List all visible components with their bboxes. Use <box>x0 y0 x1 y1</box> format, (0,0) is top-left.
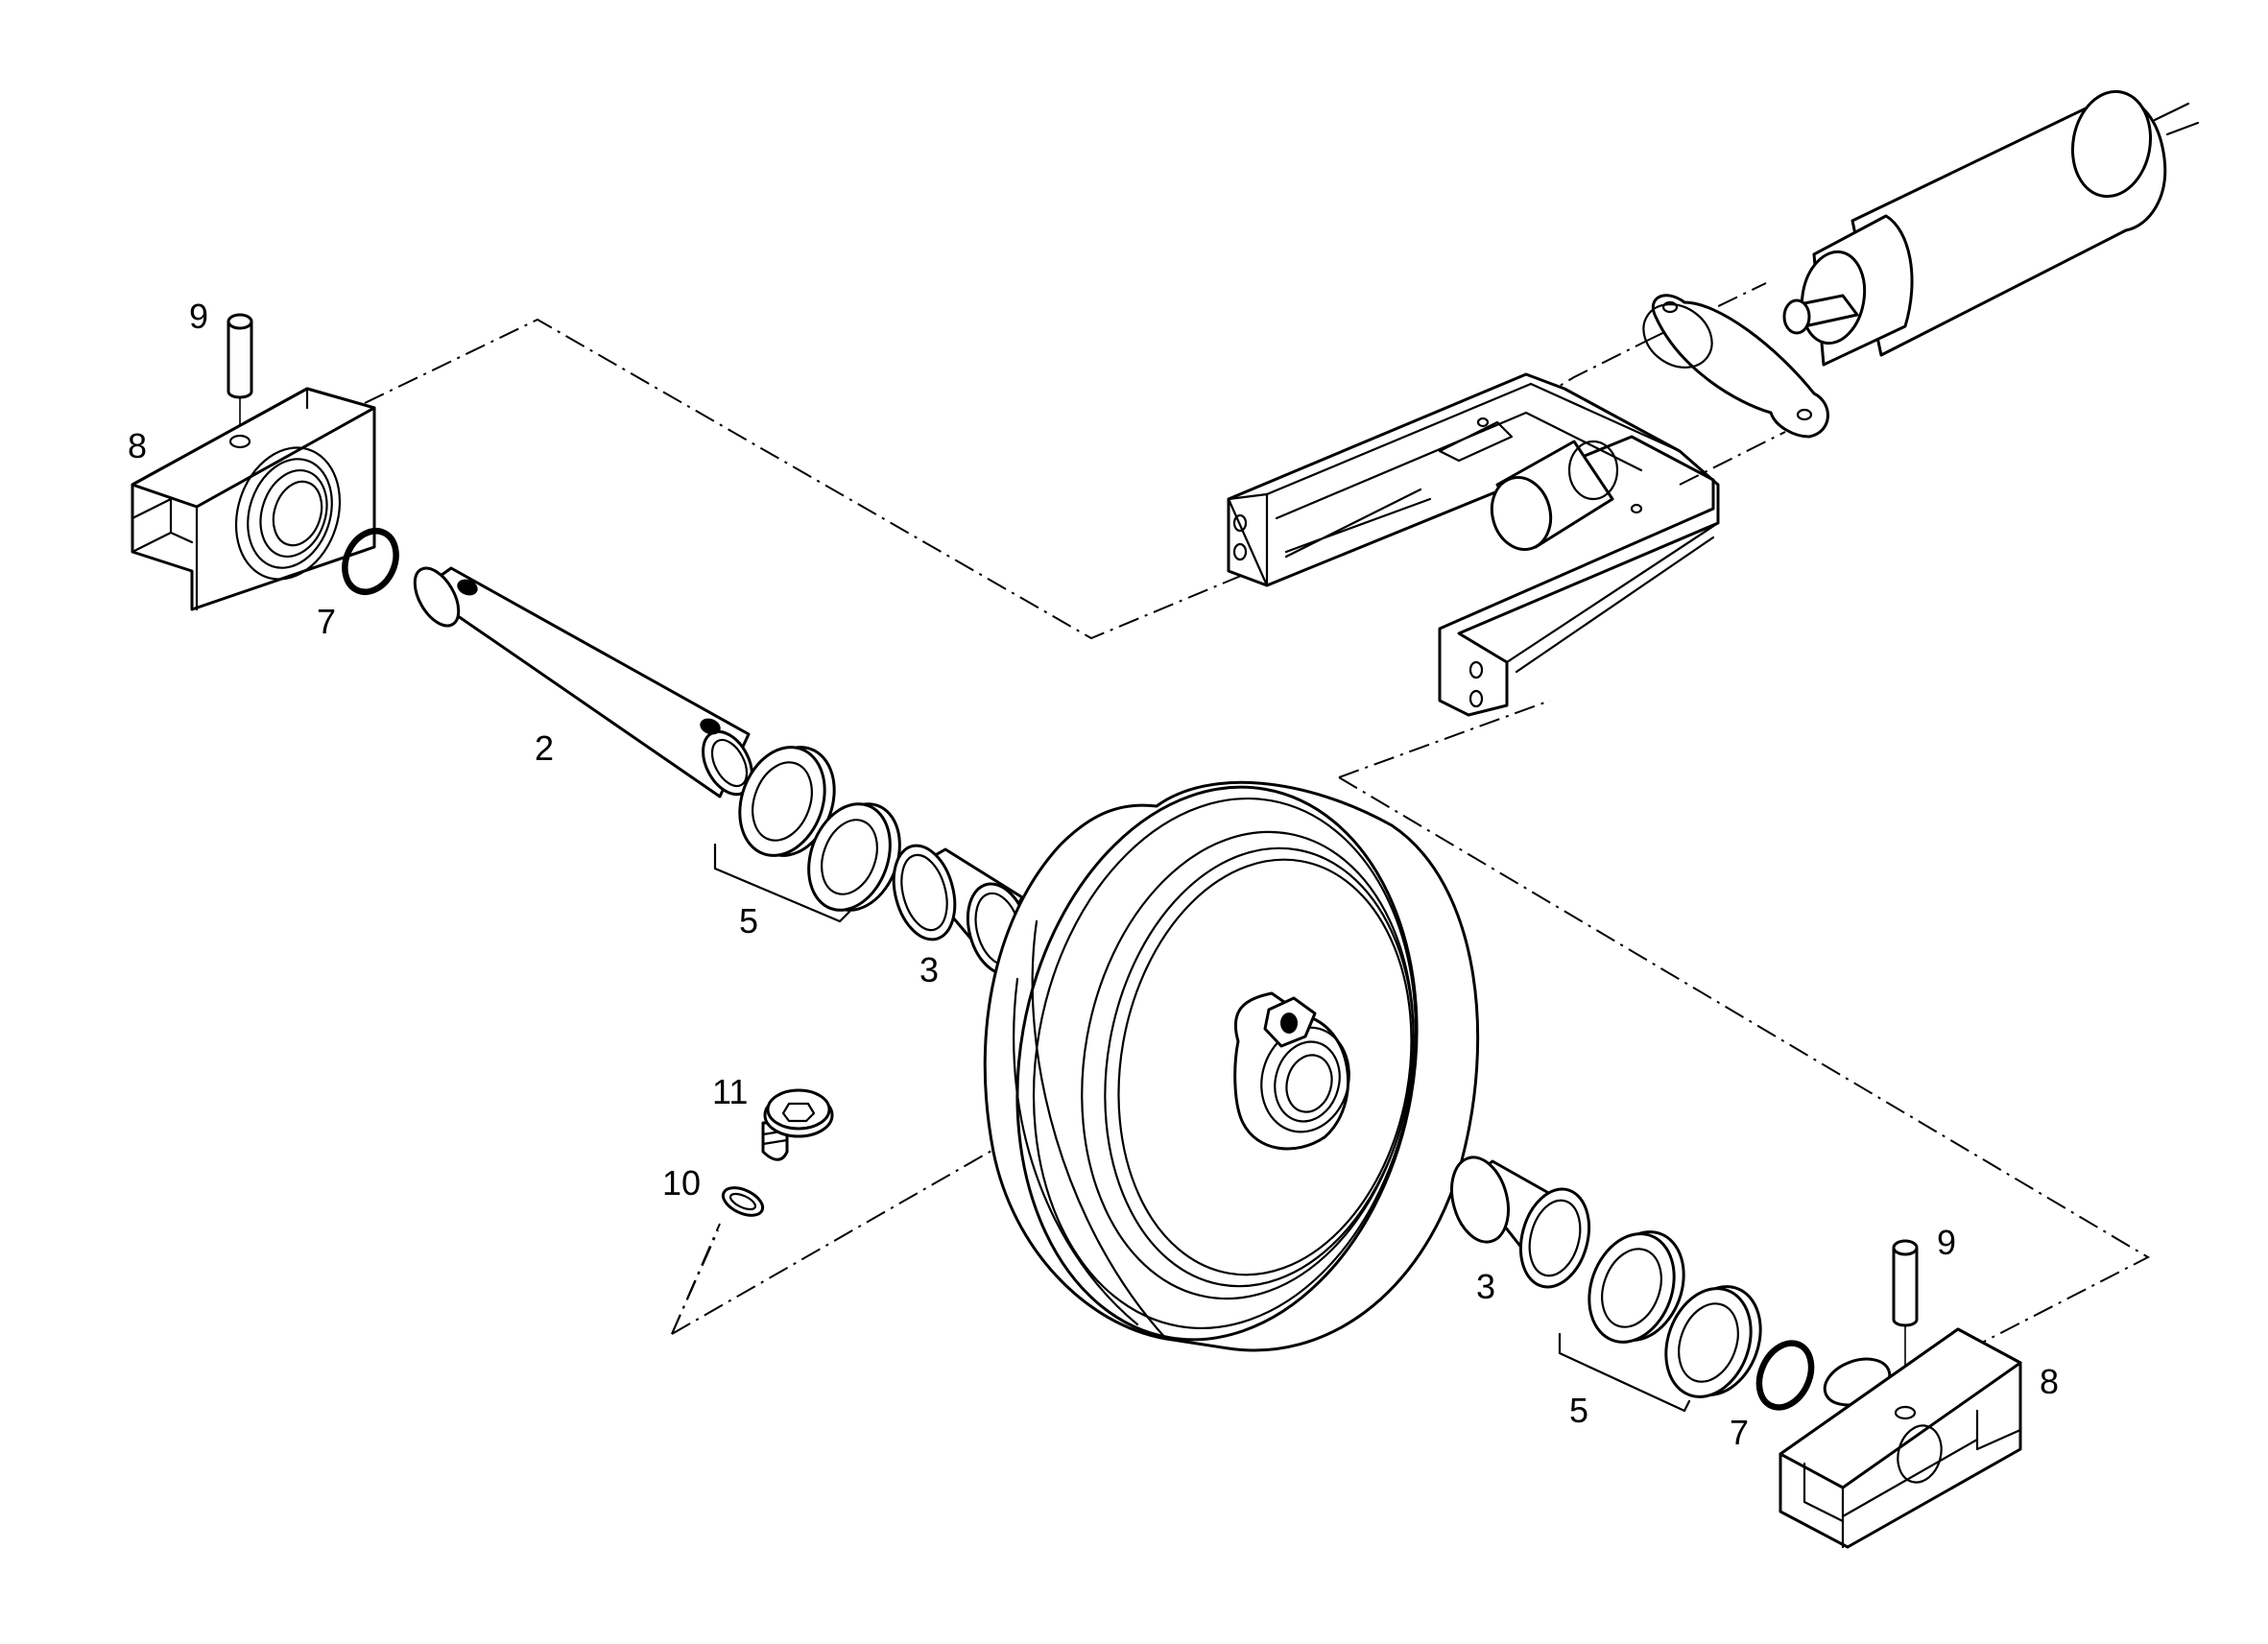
screw <box>761 1088 834 1161</box>
callout-10: 10 <box>662 1163 701 1203</box>
callout-3-right: 3 <box>1476 1267 1495 1306</box>
pin-right <box>1892 1239 1919 1327</box>
hydraulic-cylinder <box>1782 89 2200 367</box>
spacer-rings-left <box>713 746 901 923</box>
idler-wheel <box>983 780 1480 1352</box>
tension-yoke <box>1227 372 1720 717</box>
spacer-rings-right <box>1558 1230 1762 1413</box>
o-ring-right <box>1755 1340 1815 1411</box>
callout-9-right: 9 <box>1937 1223 1956 1262</box>
callout-11: 11 <box>712 1072 748 1111</box>
callout-3-left: 3 <box>919 950 939 989</box>
callout-8-left: 8 <box>128 426 147 465</box>
callout-8-right: 8 <box>2040 1362 2059 1401</box>
flange-plate <box>1642 294 1829 439</box>
pin-left <box>227 313 253 399</box>
callout-7-left: 7 <box>317 602 336 641</box>
o-ring-left <box>342 528 399 595</box>
bracket-left <box>131 387 376 611</box>
bracket-right <box>1779 1327 2022 1549</box>
bushing-right <box>1450 1156 1590 1289</box>
o-ring-small <box>721 1186 765 1217</box>
shaft <box>413 566 753 798</box>
callout-5-left: 5 <box>739 901 758 941</box>
callout-9-left: 9 <box>189 297 208 336</box>
callout-5-right: 5 <box>1569 1391 1588 1430</box>
callout-7-right: 7 <box>1730 1413 1749 1452</box>
callouts: 9 8 7 2 5 3 11 10 3 5 7 9 8 <box>128 297 2059 1452</box>
callout-2: 2 <box>535 728 554 768</box>
